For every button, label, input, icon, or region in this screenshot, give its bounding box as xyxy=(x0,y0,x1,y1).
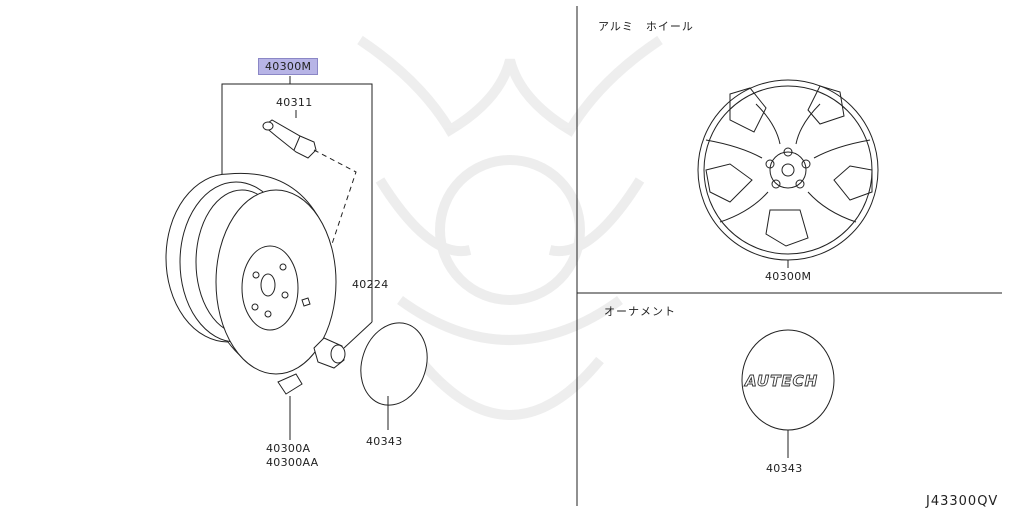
center-cap-left-drawing xyxy=(360,322,428,430)
alloy-wheel-drawing xyxy=(697,79,879,268)
weight-a-part-label: 40300A xyxy=(266,442,311,455)
nut-part-label: 40224 xyxy=(352,278,389,291)
drawing-reference-code: J43300QV xyxy=(926,494,999,509)
alloy-wheel-section-title: アルミ ホイール xyxy=(598,20,694,33)
balance-weight-drawing xyxy=(277,373,303,440)
weight-aa-part-label: 40300AA xyxy=(266,456,319,469)
section-dividers xyxy=(576,6,1002,506)
cap-right-part-label: 40343 xyxy=(766,462,803,475)
kit-part-label: 40300M xyxy=(258,58,319,75)
wheel-right-part-label: 40300M xyxy=(765,270,812,283)
ornament-section-title: オーナメント xyxy=(604,305,676,318)
cap-left-part-label: 40343 xyxy=(366,435,403,448)
valve-stem-drawing xyxy=(262,119,317,159)
kit-bracket xyxy=(221,76,373,322)
center-cap-right-drawing xyxy=(741,329,835,458)
valve-part-label: 40311 xyxy=(276,96,313,109)
lug-nut-drawing xyxy=(313,321,373,369)
steel-wheel-drawing xyxy=(165,172,337,375)
autech-logo: AUTECH xyxy=(745,372,819,391)
